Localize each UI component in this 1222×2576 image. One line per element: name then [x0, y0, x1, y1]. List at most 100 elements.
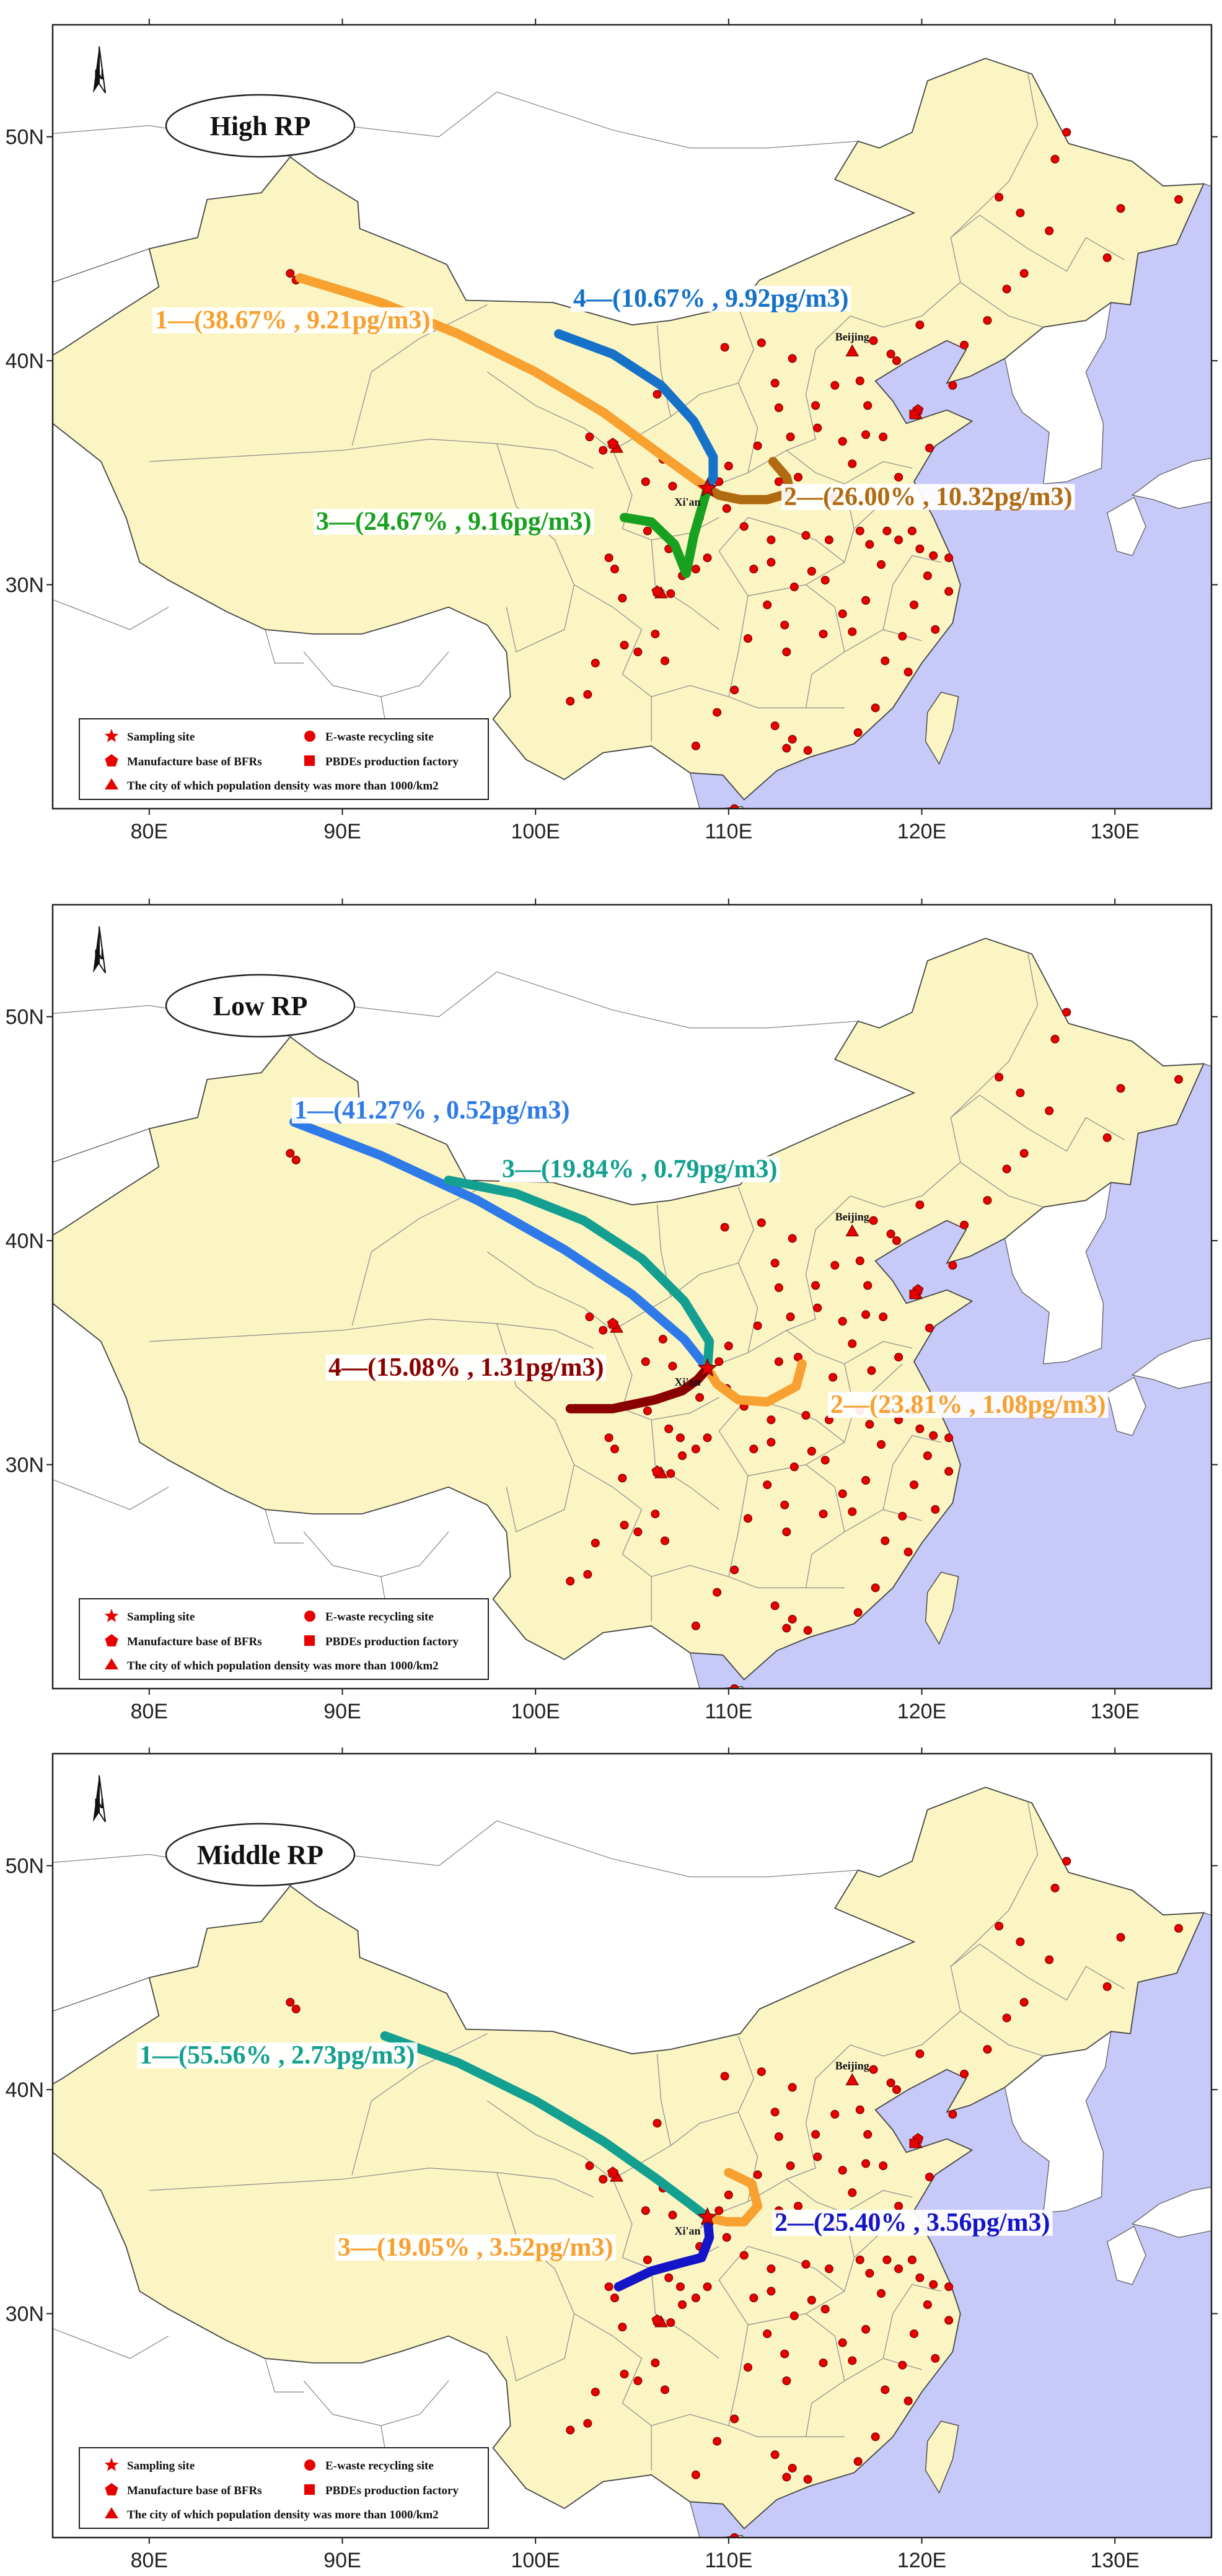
province-border	[728, 2425, 806, 2437]
ewaste-site-marker	[691, 2470, 700, 2479]
ewaste-site-marker	[633, 648, 643, 656]
ewaste-site-marker	[291, 2005, 301, 2014]
province-border	[805, 1464, 845, 1588]
ewaste-site-marker	[633, 2376, 643, 2385]
ewaste-site-marker	[948, 2109, 957, 2119]
province-border	[351, 2033, 488, 2175]
ewaste-site-marker	[931, 1505, 940, 1514]
ewaste-site-marker	[620, 641, 629, 650]
ewaste-site-marker	[853, 728, 863, 737]
ewaste-site-marker	[780, 2349, 789, 2358]
ewaste-site-marker	[882, 526, 892, 535]
province-border	[718, 2246, 749, 2426]
ewaste-site-marker	[1116, 204, 1125, 213]
ewaste-site-marker	[770, 721, 780, 731]
ewaste-site-marker	[566, 1576, 575, 1586]
trajectory-route-3	[444, 1176, 714, 1373]
ewaste-site-marker	[620, 2370, 629, 2379]
ewaste-site-marker	[757, 1218, 766, 1228]
ewaste-site-marker	[599, 2174, 608, 2184]
country-border	[53, 599, 169, 630]
ewaste-site-marker	[879, 1312, 888, 1322]
ewaste-site-marker	[714, 1357, 724, 1366]
ewaste-site-marker	[730, 2533, 739, 2538]
svg-text:2—(25.40% , 3.56pg/m3): 2—(25.40% , 3.56pg/m3)	[775, 2209, 1050, 2237]
ewaste-site-marker	[1102, 1133, 1112, 1142]
trajectory-route-1	[380, 2031, 713, 2222]
ewaste-site-marker	[770, 379, 780, 388]
route-label-4: 4—(15.08% , 1.31pg/m3)	[326, 1353, 607, 1382]
ewaste-site-marker	[780, 620, 789, 630]
ewaste-site-marker	[830, 2109, 840, 2119]
ewaste-site-marker	[811, 1281, 820, 1290]
ewaste-site-marker	[830, 380, 840, 390]
ewaste-site-marker	[877, 560, 886, 569]
ewaste-site-marker	[848, 627, 857, 636]
ewaste-site-marker	[886, 2078, 895, 2088]
ewaste-site-marker	[907, 526, 916, 535]
ewaste-site-marker	[819, 630, 828, 639]
ewaste-site-marker	[944, 2316, 954, 2325]
ewaste-site-marker	[865, 1420, 874, 1429]
province-border	[882, 1435, 941, 1510]
ewaste-site-marker	[881, 656, 890, 666]
ewaste-site-marker	[651, 2358, 660, 2368]
ewaste-site-marker	[585, 1312, 594, 1322]
route-label-3: 3—(19.84% , 0.79pg/m3)	[499, 1155, 780, 1184]
ewaste-site-marker	[1062, 128, 1071, 137]
province-border	[805, 2313, 845, 2437]
route-label-3: 3—(19.05% , 3.52pg/m3)	[335, 2233, 616, 2262]
svg-text:High RP: High RP	[210, 111, 311, 141]
ewaste-site-marker	[848, 459, 857, 468]
route-label-2: 2—(26.00% , 10.32pg/m3)	[781, 483, 1075, 511]
north-arrow-icon: N	[93, 1775, 106, 1822]
ewaste-site-marker	[983, 1196, 992, 1205]
legend-bfr-base: Manufacture base of BFRs	[127, 1635, 262, 1648]
ewaste-site-marker	[770, 1259, 780, 1268]
ewaste-site-marker	[903, 2396, 913, 2406]
province-border	[844, 461, 913, 485]
map-frame	[51, 903, 1213, 1690]
province-border	[149, 438, 594, 469]
population-city-marker	[845, 2073, 859, 2086]
x-tick-label: 120E	[897, 2549, 946, 2572]
ewaste-site-marker	[871, 2432, 880, 2442]
sampling-site-marker	[697, 478, 718, 497]
ewaste-site-marker	[786, 2161, 795, 2171]
route-label-2: 2—(23.81% , 1.08pg/m3)	[828, 1391, 1109, 1419]
ewaste-site-marker	[1002, 1164, 1011, 1174]
ewaste-site-marker	[863, 1281, 873, 1290]
ewaste-site-marker	[829, 1373, 838, 1382]
trajectory-route-2	[703, 1359, 807, 1407]
province-border	[486, 371, 613, 451]
ewaste-site-marker	[691, 1621, 700, 1630]
neighbor-land	[1131, 2186, 1211, 2238]
ewaste-site-marker	[767, 2264, 776, 2274]
ewaste-site-marker	[813, 423, 822, 433]
ewaste-site-marker	[865, 540, 874, 549]
ewaste-site-marker	[770, 2108, 780, 2117]
ewaste-site-marker	[1002, 284, 1011, 294]
trajectory-route-4	[565, 1363, 713, 1413]
ewaste-site-marker	[753, 441, 762, 451]
ewaste-site-marker	[803, 746, 812, 755]
ewaste-site-marker	[724, 2191, 733, 2200]
legend-pbde-factory: PBDEs production factory	[325, 2484, 459, 2497]
ewaste-site-marker	[960, 1220, 969, 1229]
ewaste-site-marker	[730, 804, 739, 809]
ewaste-site-marker	[664, 1424, 674, 1433]
ewaste-site-marker	[691, 741, 700, 750]
ewaste-site-marker	[894, 2264, 903, 2274]
ewaste-site-marker	[1102, 253, 1112, 262]
ewaste-site-marker	[1050, 1034, 1060, 1044]
ewaste-site-marker	[713, 2437, 722, 2446]
ewaste-site-marker	[838, 437, 847, 446]
panel-title: Low RP	[165, 974, 356, 1038]
x-tick-label: 110E	[705, 2549, 752, 2572]
ewaste-site-marker	[881, 2385, 890, 2394]
province-border	[486, 2100, 613, 2180]
ewaste-site-marker	[675, 1433, 685, 1443]
ewaste-site-marker	[807, 2295, 816, 2305]
